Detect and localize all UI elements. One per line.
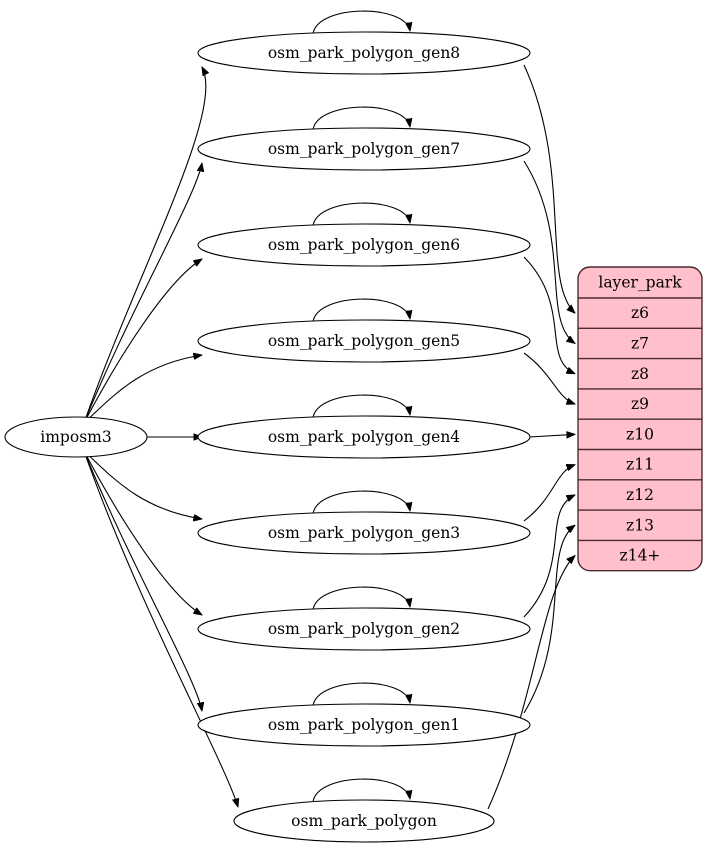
layer-park-row-z12[interactable]: z12: [626, 486, 654, 504]
edge-imposm3-to-osm_park_polygon_gen8: [83, 67, 206, 424]
node-osm_park_polygon_gen2[interactable]: [197, 607, 531, 651]
node-osm_park_polygon[interactable]: [233, 799, 495, 843]
node-label-osm_park_polygon: osm_park_polygon: [291, 812, 437, 830]
edge-selfloop-osm_park_polygon: [312, 778, 410, 803]
edge-imposm3-to-osm_park_polygon_gen1: [83, 450, 202, 711]
edge-imposm3-to-osm_park_polygon: [83, 450, 238, 807]
edge-selfloop-osm_park_polygon_gen6: [312, 202, 410, 227]
node-label-osm_park_polygon_gen3: osm_park_polygon_gen3: [268, 524, 460, 542]
edge-osm_park_polygon_gen2-to-z12: [523, 495, 575, 618]
edge-osm_park_polygon_gen7-to-z7: [523, 160, 575, 343]
node-osm_park_polygon_gen4[interactable]: [197, 415, 531, 459]
edge-osm_park_polygon_gen6-to-z8: [523, 256, 575, 374]
layer-park-table: layer_park z6 z7 z8 z9 z10 z11 z12 z13 z14+: [577, 266, 703, 572]
edge-osm_park_polygon-to-z14+: [487, 556, 575, 810]
edge-imposm3-to-osm_park_polygon_gen6: [83, 259, 202, 424]
node-osm_park_polygon_gen5[interactable]: [197, 319, 531, 363]
layer-park-table-header: layer_park: [598, 274, 682, 292]
node-label-osm_park_polygon_gen6: osm_park_polygon_gen6: [268, 236, 460, 254]
edge-selfloop-osm_park_polygon_gen7: [312, 106, 410, 131]
node-osm_park_polygon_gen6[interactable]: [197, 223, 531, 267]
layer-park-row-z14+[interactable]: z14+: [620, 547, 661, 565]
node-imposm3[interactable]: [4, 416, 148, 458]
edge-osm_park_polygon_gen8-to-z6: [523, 64, 575, 313]
node-osm_park_polygon_gen3[interactable]: [197, 511, 531, 555]
edge-osm_park_polygon_gen4-to-z10: [529, 434, 575, 437]
edge-selfloop-osm_park_polygon_gen3: [312, 490, 410, 515]
layer-park-row-z13[interactable]: z13: [626, 516, 654, 534]
layer-park-row-z11[interactable]: z11: [626, 456, 654, 474]
node-osm_park_polygon_gen8[interactable]: [197, 31, 531, 75]
node-label-osm_park_polygon_gen2: osm_park_polygon_gen2: [268, 620, 460, 638]
edge-selfloop-osm_park_polygon_gen4: [312, 394, 410, 419]
edges-to-layer-table: [487, 64, 575, 810]
node-label-osm_park_polygon_gen5: osm_park_polygon_gen5: [268, 332, 460, 350]
node-label-osm_park_polygon_gen8: osm_park_polygon_gen8: [268, 44, 460, 62]
edge-osm_park_polygon_gen1-to-z13: [523, 525, 575, 714]
edge-imposm3-to-osm_park_polygon_gen3: [83, 450, 202, 519]
layer-park-row-z8[interactable]: z8: [631, 365, 649, 383]
edge-imposm3-to-osm_park_polygon_gen5: [83, 355, 202, 424]
edge-osm_park_polygon_gen5-to-z9: [523, 352, 575, 404]
layer-park-row-z7[interactable]: z7: [631, 334, 649, 352]
node-label-imposm3: imposm3: [40, 428, 111, 446]
edge-selfloop-osm_park_polygon_gen8: [312, 10, 410, 35]
layer-park-row-z10[interactable]: z10: [626, 425, 654, 443]
node-label-osm_park_polygon_gen7: osm_park_polygon_gen7: [268, 140, 460, 158]
node-ellipses: imposm3 osm_park_polygon_gen8 osm_park_pol…: [4, 31, 531, 843]
edge-selfloop-osm_park_polygon_gen2: [312, 586, 410, 611]
edge-imposm3-to-osm_park_polygon_gen2: [83, 450, 202, 615]
edge-imposm3-to-osm_park_polygon_gen7: [83, 163, 202, 424]
edge-selfloop-osm_park_polygon_gen1: [312, 682, 410, 707]
layer-park-row-z9[interactable]: z9: [631, 395, 649, 413]
edges-self-loops: [312, 10, 410, 803]
edge-selfloop-osm_park_polygon_gen5: [312, 298, 410, 323]
node-label-osm_park_polygon_gen4: osm_park_polygon_gen4: [268, 428, 460, 446]
node-osm_park_polygon_gen7[interactable]: [197, 127, 531, 171]
node-osm_park_polygon_gen1[interactable]: [197, 703, 531, 747]
layer-park-row-z6[interactable]: z6: [631, 304, 649, 322]
node-label-osm_park_polygon_gen1: osm_park_polygon_gen1: [268, 716, 460, 734]
edge-osm_park_polygon_gen3-to-z11: [523, 465, 575, 522]
edges-from-imposm3: [83, 67, 238, 807]
